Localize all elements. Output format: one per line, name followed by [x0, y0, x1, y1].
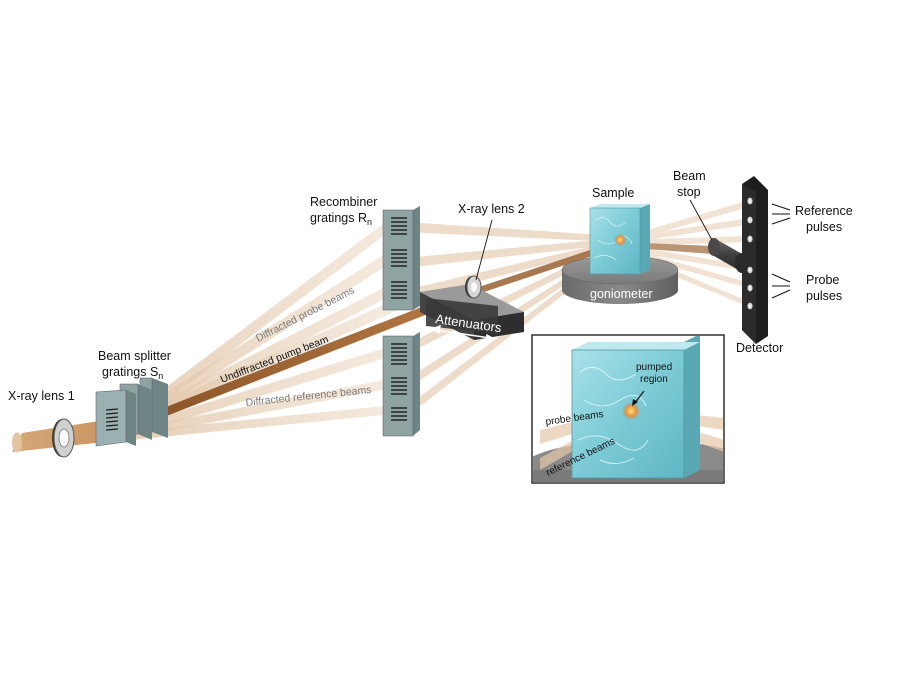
label-detector: Detector [736, 341, 783, 355]
recombiner-gratings-lower [382, 332, 420, 437]
inset-label-pumped-line2: region [640, 374, 668, 385]
xray-lens-1 [52, 418, 75, 458]
label-goniometer: goniometer [590, 287, 653, 301]
beam-splitter-gratings [95, 377, 168, 447]
probe-pulse-lines [771, 273, 791, 299]
splitter-grating-1 [95, 389, 136, 447]
label-recombiner-line2: gratings Rn [310, 211, 372, 227]
label-xray-lens-2: X-ray lens 2 [458, 202, 525, 216]
inset-panel [531, 334, 725, 484]
label-sample: Sample [592, 186, 634, 200]
label-probe-pulses-line2: pulses [806, 289, 842, 303]
label-xray-lens-1: X-ray lens 1 [8, 389, 75, 403]
recombiner-gratings-upper [382, 206, 420, 311]
attenuators [420, 284, 524, 340]
diffracted-reference-fans [125, 345, 402, 440]
sample-crystal [589, 204, 650, 275]
detector-spots [747, 197, 753, 310]
inset-label-pumped-line1: pumped [636, 362, 672, 373]
label-beam-stop-line2: stop [677, 185, 701, 199]
label-reference-pulses-line1: Reference [795, 204, 853, 218]
attenuator-double-arrow [430, 324, 496, 344]
reference-pulse-lines [771, 203, 791, 225]
label-beam-splitter-line1: Beam splitter [98, 349, 171, 363]
leader-lines [475, 199, 713, 281]
label-recombiner-line1: Recombiner [310, 195, 377, 209]
label-beam-stop-line1: Beam [673, 169, 706, 183]
label-reference-pulses-line2: pulses [806, 220, 842, 234]
label-beam-splitter-line2: gratings Sn [102, 365, 163, 381]
detector [742, 176, 768, 344]
label-probe-pulses-line1: Probe [806, 273, 839, 287]
xray-lens-2 [465, 275, 482, 299]
